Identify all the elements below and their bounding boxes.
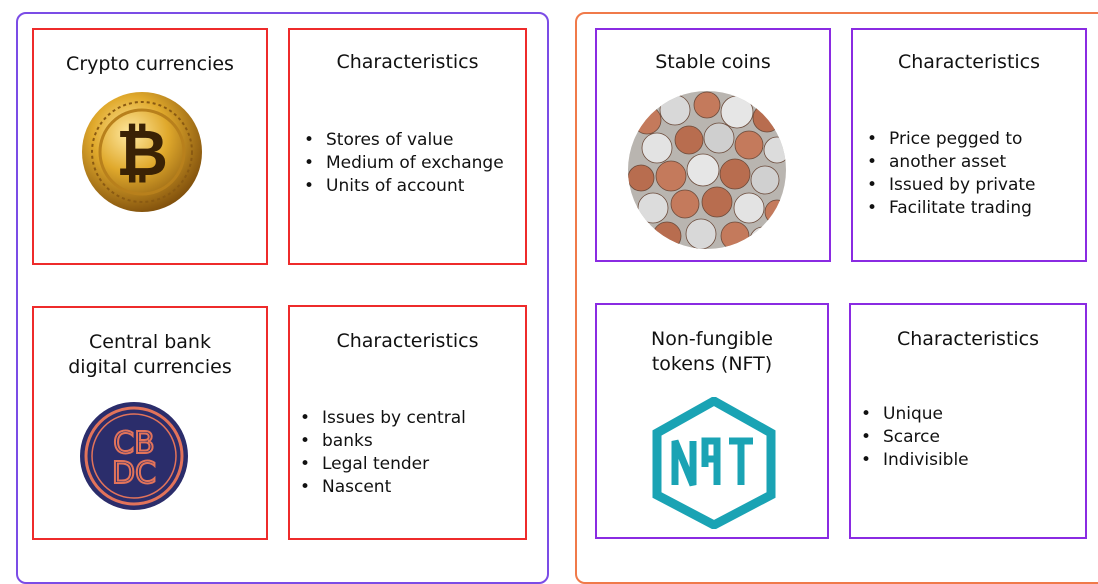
crypto-currencies-title: Crypto currencies bbox=[66, 53, 234, 75]
list-item: Units of account bbox=[302, 175, 504, 198]
stable-characteristics-list: Price pegged to another asset Issued by … bbox=[865, 128, 1036, 220]
stable-coins-title: Stable coins bbox=[655, 51, 771, 73]
list-item: Indivisible bbox=[859, 449, 969, 472]
cbdc-characteristics-card: Characteristics Issues by central banks … bbox=[288, 305, 527, 540]
nft-characteristics-list: Unique Scarce Indivisible bbox=[859, 403, 969, 472]
nft-title: Non-fungible tokens (NFT) bbox=[651, 328, 773, 375]
list-item: Unique bbox=[859, 403, 969, 426]
characteristics-heading: Characteristics bbox=[336, 51, 479, 73]
cbdc-characteristics-list: Issues by central banks Legal tender Nas… bbox=[298, 407, 466, 499]
svg-text:₿: ₿ bbox=[116, 117, 168, 191]
cbdc-coin-icon: CB DC bbox=[80, 402, 188, 510]
list-item: Issues by central bbox=[298, 407, 466, 430]
list-item: Scarce bbox=[859, 426, 969, 449]
characteristics-heading: Characteristics bbox=[897, 51, 1041, 73]
list-item: Issued by private bbox=[865, 174, 1036, 197]
characteristics-heading: Characteristics bbox=[896, 328, 1040, 350]
crypto-characteristics-card: Characteristics Stores of value Medium o… bbox=[288, 28, 527, 265]
nft-characteristics-card: Characteristics Unique Scarce Indivisibl… bbox=[849, 303, 1087, 539]
cbdc-card: Central bank digital currencies CB DC bbox=[32, 306, 268, 540]
stable-characteristics-card: Characteristics Price pegged to another … bbox=[851, 28, 1087, 262]
characteristics-heading: Characteristics bbox=[336, 330, 479, 352]
list-item: Stores of value bbox=[302, 129, 504, 152]
stable-coins-card: Stable coins bbox=[595, 28, 831, 262]
bitcoin-coin-icon: ₿ bbox=[82, 92, 202, 212]
crypto-characteristics-list: Stores of value Medium of exchange Units… bbox=[302, 129, 504, 198]
svg-text:CB: CB bbox=[113, 426, 155, 461]
list-item: banks bbox=[298, 430, 466, 453]
nft-card: Non-fungible tokens (NFT) bbox=[595, 303, 829, 539]
coins-pile-icon bbox=[628, 91, 786, 249]
list-item: Price pegged to bbox=[865, 128, 1036, 151]
svg-text:DC: DC bbox=[112, 456, 156, 491]
list-item: Legal tender bbox=[298, 453, 466, 476]
nft-hexagon-icon bbox=[652, 397, 776, 529]
list-item: Facilitate trading bbox=[865, 197, 1036, 220]
list-item: Nascent bbox=[298, 476, 466, 499]
list-item: Medium of exchange bbox=[302, 152, 504, 175]
list-item: another asset bbox=[865, 151, 1036, 174]
cbdc-title: Central bank digital currencies bbox=[68, 331, 232, 378]
crypto-currencies-card: Crypto currencies ₿ bbox=[32, 28, 268, 265]
